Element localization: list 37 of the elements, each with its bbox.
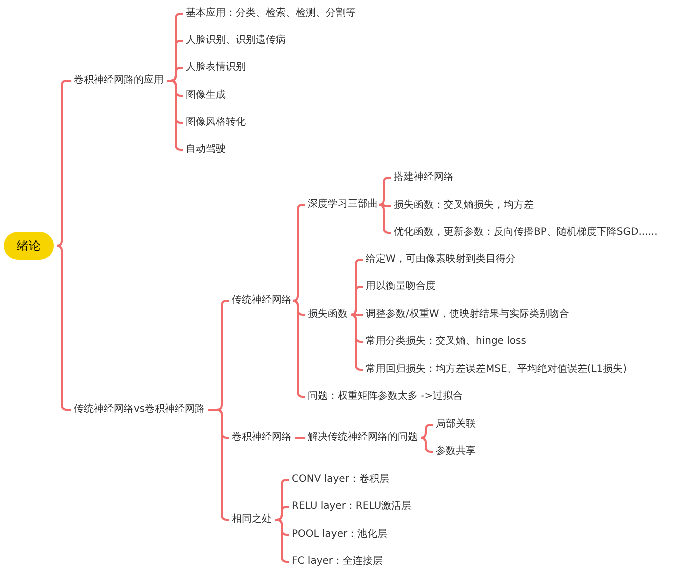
topic-text: 损失函数：交叉熵损失，均方差	[394, 199, 534, 213]
topic-text: 图像生成	[186, 89, 226, 103]
topic-text: 传统神经网络vs卷积神经网路	[74, 403, 206, 417]
topic-text: RELU layer：RELU激活层	[292, 500, 412, 514]
topic-text: POOL layer：池化层	[292, 528, 388, 542]
topic-text: 深度学习三部曲	[308, 198, 378, 212]
topic-text: 损失函数	[308, 308, 348, 322]
topic-text: 解决传统神经网络的问题	[308, 431, 418, 445]
topic-text: 传统神经网络	[232, 294, 292, 308]
topic-text: 常用分类损失：交叉熵、hinge loss	[366, 335, 526, 349]
topic-text: 问题：权重矩阵参数太多 ->过拟合	[308, 390, 464, 404]
topic-text: 基本应用：分类、检索、检测、分割等	[186, 7, 356, 21]
topic-text: 图像风格转化	[186, 116, 246, 130]
topic-text: 卷积神经网络	[232, 431, 292, 445]
branch-line	[420, 437, 433, 453]
topic-text: 用以衡量吻合度	[366, 280, 436, 294]
topic-text: FC layer：全连接层	[292, 555, 384, 569]
topic-text: 常用回归损失：均方差误差MSE、平均绝对值误差(L1损失)	[366, 363, 628, 377]
topic-text: 人脸表情识别	[186, 61, 246, 75]
topic-text: 给定W，可由像素映射到类目得分	[366, 253, 516, 267]
topic-text: 卷积神经网路的应用	[74, 74, 164, 88]
topic-text: 局部关联	[436, 418, 476, 432]
branch-line	[420, 424, 433, 439]
branch-line	[350, 286, 363, 316]
topic-text: 参数共享	[436, 445, 476, 459]
branch-line	[381, 204, 391, 207]
topic-text: 调整参数/权重W，使映射结果与实际类别吻合	[366, 308, 570, 322]
topic-text: 优化函数，更新参数：反向传播BP、随机梯度下降SGD......	[394, 226, 658, 240]
root-topic: 绪论	[4, 232, 54, 260]
topic-text: 相同之处	[232, 513, 272, 527]
branch-line	[295, 437, 305, 439]
topic-text: CONV layer：卷积层	[292, 473, 390, 487]
topic-text: 人脸识别、识别遗传病	[186, 34, 286, 48]
branch-line	[378, 204, 391, 234]
topic-text: 搭建神经网络	[394, 171, 454, 185]
topic-text: 自动驾驶	[186, 143, 226, 157]
branch-line	[350, 314, 363, 371]
